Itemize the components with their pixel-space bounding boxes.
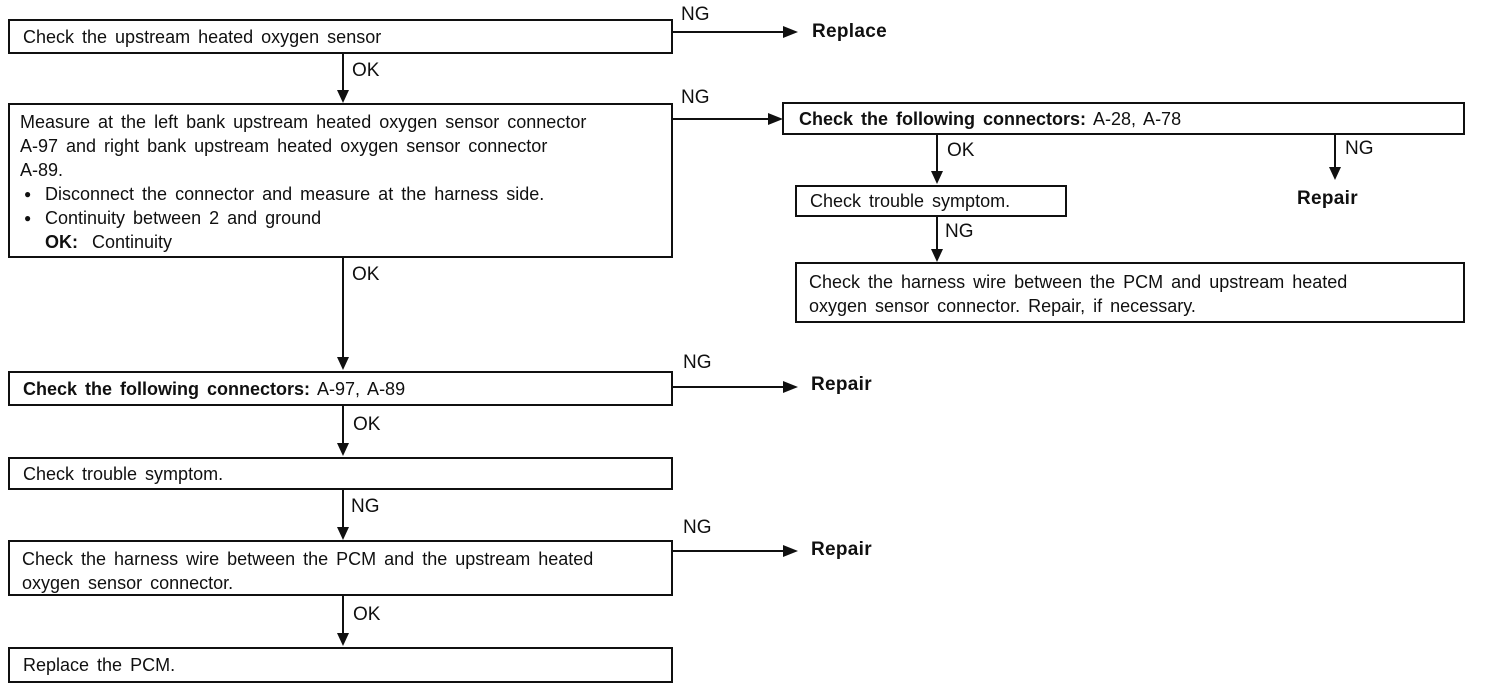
check-connectors-bold-label: Check the following connectors: xyxy=(799,108,1087,129)
edge-label-ng: NG xyxy=(681,4,710,25)
connector-line xyxy=(673,386,785,388)
measure-line-2: A-97 and right bank upstream heated oxyg… xyxy=(20,136,548,156)
connector-line xyxy=(342,490,344,528)
connector-line xyxy=(673,31,785,33)
harness-line-2: oxygen sensor connector. Repair, if nece… xyxy=(809,296,1196,316)
arrowhead-down-icon xyxy=(337,443,349,456)
edge-label-ng: NG xyxy=(351,496,380,517)
connector-line xyxy=(936,217,938,250)
arrowhead-down-icon xyxy=(337,527,349,540)
edge-label-ng: NG xyxy=(681,87,710,108)
bullet-text: Disconnect the connector and measure at … xyxy=(45,184,545,204)
arrowhead-right-icon xyxy=(783,381,798,393)
edge-label-ng: NG xyxy=(945,221,974,242)
ok-criteria-label: OK: xyxy=(45,232,78,252)
connector-line xyxy=(342,596,344,634)
terminal-repair: Repair xyxy=(1297,188,1358,209)
edge-label-ok: OK xyxy=(947,140,975,161)
terminal-repair: Repair xyxy=(811,374,872,395)
harness-line-2: oxygen sensor connector. xyxy=(22,573,234,593)
branch-check-harness-wire-box: Check the harness wire between the PCM a… xyxy=(795,262,1465,323)
check-connectors-ids: A-28, A-78 xyxy=(1093,108,1182,129)
step-check-harness-wire-box: Check the harness wire between the PCM a… xyxy=(8,540,673,596)
arrowhead-right-icon xyxy=(783,545,798,557)
step-measure-connector-box: Measure at the left bank upstream heated… xyxy=(8,103,673,258)
measure-line-1: Measure at the left bank upstream heated… xyxy=(20,112,587,132)
arrowhead-right-icon xyxy=(768,113,783,125)
ok-criteria-value: Continuity xyxy=(92,232,173,252)
harness-line-1: Check the harness wire between the PCM a… xyxy=(809,272,1348,292)
measure-instructions: Measure at the left bank upstream heated… xyxy=(20,110,663,182)
edge-label-ok: OK xyxy=(353,414,381,435)
connector-line xyxy=(342,258,344,358)
arrowhead-down-icon xyxy=(337,357,349,370)
branch-check-trouble-symptom-box: Check trouble symptom. xyxy=(795,185,1067,217)
step-check-upstream-sensor-box: Check the upstream heated oxygen sensor xyxy=(8,19,673,54)
branch-check-connectors-a28-a78-box: Check the following connectors: A-28, A-… xyxy=(782,102,1465,135)
arrowhead-down-icon xyxy=(931,249,943,262)
check-trouble-symptom-label: Check trouble symptom. xyxy=(23,463,224,484)
terminal-replace: Replace xyxy=(812,21,887,42)
step-check-trouble-symptom-box: Check trouble symptom. xyxy=(8,457,673,490)
arrowhead-right-icon xyxy=(783,26,798,38)
bullet-icon: ● xyxy=(24,211,32,225)
replace-pcm-label: Replace the PCM. xyxy=(23,655,176,675)
check-connectors-bold-label: Check the following connectors: xyxy=(23,378,311,399)
ok-criteria: OK: Continuity xyxy=(45,230,663,254)
step-replace-pcm-box: Replace the PCM. xyxy=(8,647,673,683)
arrowhead-down-icon xyxy=(337,90,349,103)
edge-label-ok: OK xyxy=(352,60,380,81)
step-check-upstream-sensor-label: Check the upstream heated oxygen sensor xyxy=(23,26,382,47)
edge-label-ng: NG xyxy=(1345,138,1374,159)
terminal-repair: Repair xyxy=(811,539,872,560)
connector-line xyxy=(673,118,770,120)
check-trouble-symptom-label: Check trouble symptom. xyxy=(810,191,1011,211)
connector-line xyxy=(936,135,938,172)
harness-line-1: Check the harness wire between the PCM a… xyxy=(22,549,594,569)
bullet-item: ● Continuity between 2 and ground xyxy=(20,206,663,230)
bullet-item: ● Disconnect the connector and measure a… xyxy=(20,182,663,206)
arrowhead-down-icon xyxy=(1329,167,1341,180)
connector-line xyxy=(342,406,344,444)
edge-label-ng: NG xyxy=(683,517,712,538)
connector-line xyxy=(342,54,344,91)
bullet-icon: ● xyxy=(24,187,32,201)
harness-wire-text: Check the harness wire between the PCM a… xyxy=(22,547,663,595)
harness-wire-text: Check the harness wire between the PCM a… xyxy=(809,270,1455,318)
step-check-connectors-a97-a89-box: Check the following connectors: A-97, A-… xyxy=(8,371,673,406)
connector-line xyxy=(1334,135,1336,168)
check-connectors-ids: A-97, A-89 xyxy=(317,378,406,399)
edge-label-ok: OK xyxy=(352,264,380,285)
bullet-text: Continuity between 2 and ground xyxy=(45,208,322,228)
connector-line xyxy=(673,550,785,552)
edge-label-ok: OK xyxy=(353,604,381,625)
arrowhead-down-icon xyxy=(337,633,349,646)
measure-line-3: A-89. xyxy=(20,160,64,180)
edge-label-ng: NG xyxy=(683,352,712,373)
arrowhead-down-icon xyxy=(931,171,943,184)
